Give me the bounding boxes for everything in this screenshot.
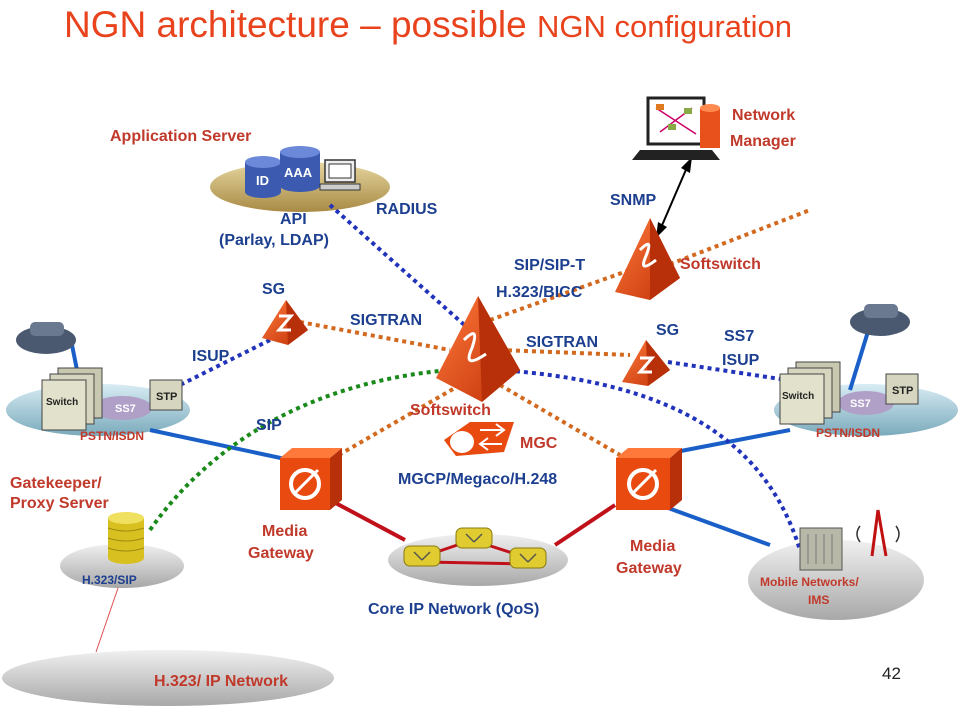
label-ss7-right: SS7 bbox=[724, 328, 754, 345]
link-softswitch-mobile bbox=[499, 368, 802, 551]
label-mgw-left-2: Gateway bbox=[248, 545, 314, 562]
laptop-icon bbox=[632, 96, 720, 160]
softswitch-center-icon bbox=[436, 296, 520, 402]
label-mgw-left-1: Media bbox=[262, 523, 307, 540]
label-id: ID bbox=[256, 173, 269, 188]
mobile-oval bbox=[748, 540, 924, 620]
link-softswitch-softswitch bbox=[489, 268, 631, 322]
label-pstn-left: PSTN/ISDN bbox=[80, 429, 144, 443]
label-h323-sip: H.323/SIP bbox=[82, 573, 137, 587]
switch-right-icon bbox=[779, 361, 841, 425]
label-switch-right: Switch bbox=[782, 391, 814, 402]
switch-left-icon bbox=[41, 367, 103, 431]
stp-left-icon bbox=[149, 379, 183, 411]
label-gatekeeper-1: Gatekeeper/ bbox=[10, 475, 102, 492]
label-parlay: (Parlay, LDAP) bbox=[219, 232, 329, 249]
label-h323-ip: H.323/ IP Network bbox=[154, 673, 288, 690]
label-isup-right: ISUP bbox=[722, 352, 760, 369]
label-api: API bbox=[280, 211, 307, 228]
label-softswitch-top: Softswitch bbox=[680, 256, 761, 273]
mobile-base-station-icon bbox=[799, 527, 843, 571]
label-ss7-left-oval: SS7 bbox=[115, 403, 136, 415]
link-mgw-left-core bbox=[329, 498, 406, 542]
sg-left-icon bbox=[262, 300, 308, 345]
gatekeeper-oval bbox=[60, 544, 184, 588]
title-tail: NGN configuration bbox=[536, 9, 792, 44]
antenna-tower-icon bbox=[856, 509, 900, 557]
router-icon-3 bbox=[509, 547, 547, 569]
gatekeeper-database-icon bbox=[107, 512, 145, 564]
label-sip-sipt: SIP/SIP-T bbox=[514, 257, 585, 274]
snmp-arrowhead-top bbox=[681, 157, 692, 173]
label-sg-left: SG bbox=[262, 281, 285, 298]
link-softswitch-sg-right bbox=[499, 348, 631, 357]
link-phones-right bbox=[848, 324, 872, 391]
phones-left-icon bbox=[16, 322, 76, 354]
media-gateway-left-icon bbox=[280, 448, 342, 510]
label-isup-left: ISUP bbox=[192, 348, 230, 365]
label-network-manager-2: Manager bbox=[730, 133, 796, 150]
label-mobile-1: Mobile Networks/ bbox=[760, 575, 859, 589]
label-ss7-right-oval: SS7 bbox=[850, 398, 871, 410]
link-softswitch-top-ext bbox=[654, 208, 811, 272]
h323-ip-oval bbox=[2, 650, 334, 706]
label-core-ip: Core IP Network (QoS) bbox=[368, 601, 539, 618]
network-manager-database-icon bbox=[700, 104, 720, 148]
link-mgw-right-core bbox=[553, 503, 617, 547]
label-snmp: SNMP bbox=[610, 192, 657, 209]
snmp-arrowhead-bottom bbox=[656, 222, 667, 238]
label-mgcp: MGCP/Megaco/H.248 bbox=[398, 471, 557, 488]
label-stp-left: STP bbox=[156, 391, 177, 403]
label-softswitch-center: Softswitch bbox=[410, 402, 491, 419]
label-network-manager-1: Network bbox=[732, 107, 795, 124]
label-switch-left: Switch bbox=[46, 397, 78, 408]
label-sigtran-left: SIGTRAN bbox=[350, 312, 422, 329]
page-title: NGN architecture – possible NGN configur… bbox=[64, 4, 792, 46]
label-radius: RADIUS bbox=[376, 201, 438, 218]
router-icon-1 bbox=[403, 545, 441, 567]
label-h323-bicc: H.323/BICC bbox=[496, 284, 583, 301]
link-gk-h323 bbox=[95, 587, 119, 653]
label-stp-right: STP bbox=[892, 385, 913, 397]
computer-icon bbox=[319, 159, 361, 191]
database-aaa-icon bbox=[280, 146, 320, 192]
link-softswitch-mgw-left bbox=[329, 383, 461, 462]
media-gateway-right-icon bbox=[616, 448, 682, 510]
label-mgw-right-2: Gateway bbox=[616, 560, 682, 577]
link-sg-right-pstn bbox=[667, 360, 801, 384]
link-pstn-left-mgw bbox=[149, 428, 291, 462]
label-application-server: Application Server bbox=[110, 128, 251, 145]
mgc-icon bbox=[444, 422, 514, 456]
label-pstn-right: PSTN/ISDN bbox=[816, 426, 880, 440]
sg-right-icon bbox=[622, 340, 670, 386]
phones-right-icon bbox=[850, 304, 910, 336]
pstn-left-inner-oval bbox=[92, 396, 152, 420]
label-sg-right: SG bbox=[656, 322, 679, 339]
softswitch-top-icon bbox=[615, 218, 680, 300]
title-main: NGN architecture – possible bbox=[64, 4, 527, 45]
label-sip: SIP bbox=[256, 417, 282, 434]
router-icon-2 bbox=[455, 527, 493, 549]
label-mobile-2: IMS bbox=[808, 593, 829, 607]
page-number: 42 bbox=[882, 664, 901, 683]
label-sigtran-right: SIGTRAN bbox=[526, 334, 598, 351]
stp-right-icon bbox=[885, 373, 919, 405]
label-mgw-right-1: Media bbox=[630, 538, 675, 555]
label-gatekeeper-2: Proxy Server bbox=[10, 495, 109, 512]
link-softswitch-mgw-right bbox=[498, 383, 622, 457]
link-mobile-mgw bbox=[659, 503, 771, 547]
snmp-arrow bbox=[659, 164, 689, 231]
database-id-icon bbox=[245, 156, 281, 198]
pstn-right-inner-oval bbox=[838, 391, 894, 415]
label-mgc: MGC bbox=[520, 435, 558, 452]
label-aaa: AAA bbox=[284, 165, 313, 180]
link-sg-left-softswitch bbox=[299, 320, 451, 352]
